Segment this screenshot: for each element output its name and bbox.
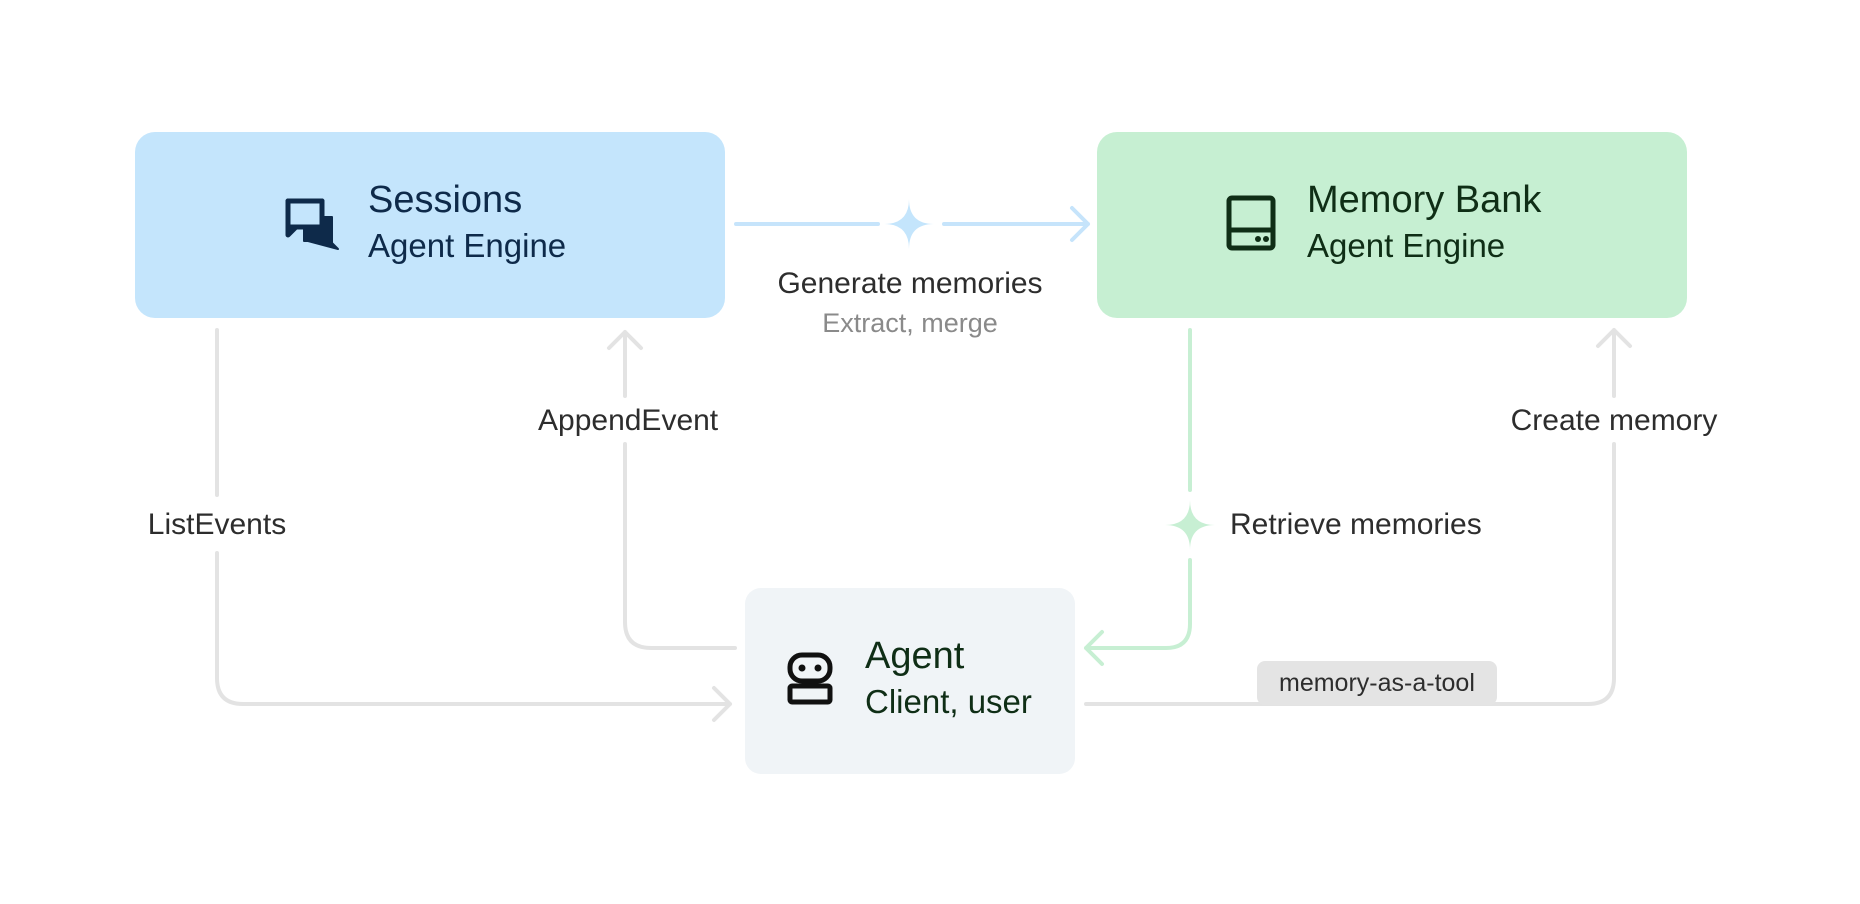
sessions-node: Sessions Agent Engine [135,132,725,318]
agent-title: Agent [865,635,965,677]
list-events-arrow [215,328,732,722]
create-memory-label: Create memory [1500,403,1728,439]
retrieve-memories-label: Retrieve memories [1230,507,1482,543]
chat-bubbles-icon [285,198,339,250]
robot-icon [787,652,833,705]
append-event-label: AppendEvent [538,403,719,439]
generate-memories-sublabel: Extract, merge [822,308,998,338]
memory-as-a-tool-tag: memory-as-a-tool [1257,661,1497,705]
sparkle-icon [1165,500,1215,550]
generate-memories-arrow [734,206,1090,242]
sparkle-icon [884,199,934,249]
sessions-subtitle: Agent Engine [368,227,567,264]
agent-node: Agent Client, user [745,588,1075,774]
memory-bank-node: Memory Bank Agent Engine [1097,132,1687,318]
retrieve-memories-arrow [1084,328,1192,666]
append-event-arrow [607,330,737,650]
sessions-title: Sessions [368,179,523,221]
list-events-label: ListEvents [140,507,294,543]
create-memory-arrow [1084,328,1632,706]
storage-drive-icon [1226,195,1276,251]
memory-bank-subtitle: Agent Engine [1307,227,1506,264]
memory-bank-title: Memory Bank [1307,179,1542,221]
agent-subtitle: Client, user [865,683,1032,720]
generate-memories-label: Generate memories [772,266,1048,302]
